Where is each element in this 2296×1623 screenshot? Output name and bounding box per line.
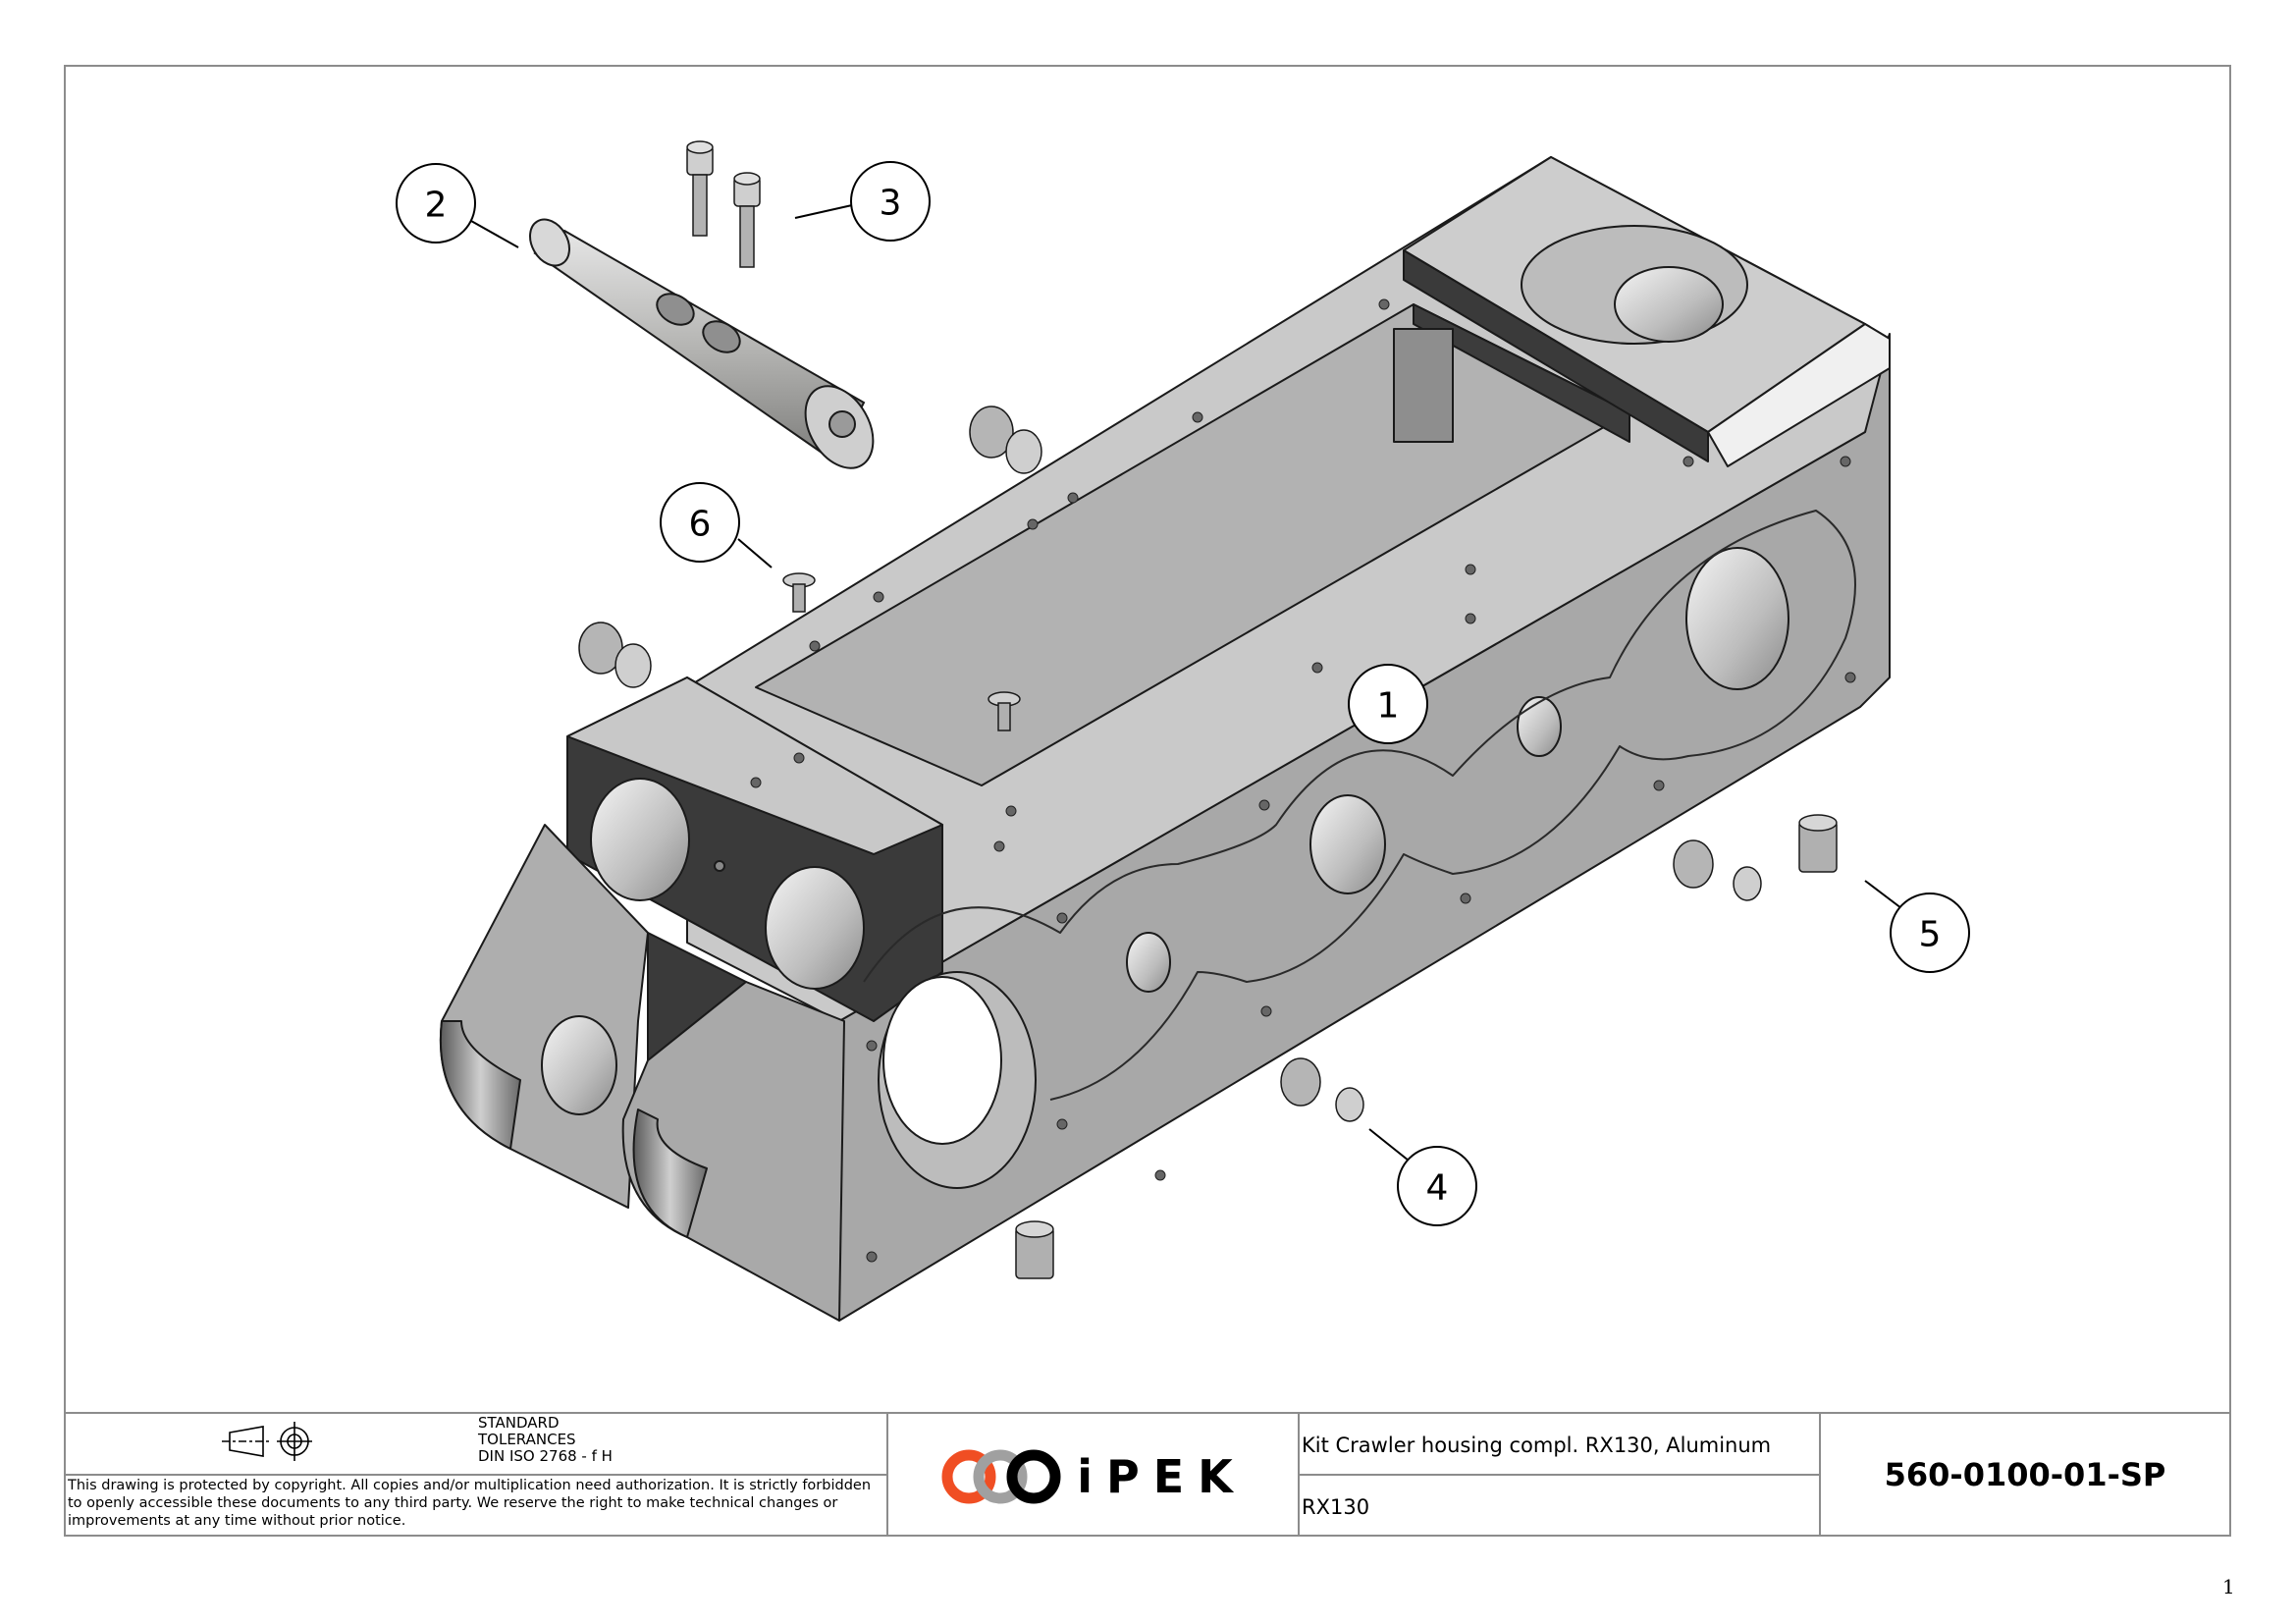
plug-left bbox=[578, 622, 652, 688]
document-number: 560-0100-01-SP bbox=[1884, 1455, 2166, 1493]
drawing-subtitle: RX130 bbox=[1302, 1495, 1370, 1519]
plug-right bbox=[1673, 839, 1762, 901]
balloon-1-label: 1 bbox=[1377, 686, 1400, 727]
first-angle-projection-icon bbox=[222, 1422, 312, 1461]
balloon-4 bbox=[1368, 1128, 1477, 1226]
balloon-6-label: 6 bbox=[689, 505, 712, 545]
tolerance-line-1: STANDARD bbox=[478, 1414, 560, 1432]
copyright-cell: This drawing is protected by copyright. … bbox=[64, 1474, 888, 1537]
page-number: 1 bbox=[2222, 1575, 2235, 1598]
csk-screws-part-6 bbox=[782, 572, 1021, 731]
balloon-1 bbox=[1348, 664, 1428, 744]
ipek-logo: iPEK bbox=[888, 1414, 1298, 1539]
title-block: STANDARD TOLERANCES DIN ISO 2768 - f H T… bbox=[64, 1412, 2231, 1537]
plug-top bbox=[969, 406, 1042, 474]
balloon-5-label: 5 bbox=[1919, 915, 1942, 955]
balloon-2 bbox=[396, 163, 519, 248]
balloon-3 bbox=[794, 161, 931, 242]
ipek-logo-mark-icon bbox=[941, 1449, 1061, 1503]
housing-part-1 bbox=[439, 156, 1891, 1322]
balloon-5 bbox=[1864, 880, 1970, 973]
balloon-4-label: 4 bbox=[1426, 1168, 1449, 1209]
setscrews-part-5 bbox=[1015, 814, 1838, 1279]
tolerance-line-2: TOLERANCES bbox=[478, 1431, 576, 1448]
balloons bbox=[396, 161, 1970, 1226]
tolerance-line-3: DIN ISO 2768 - f H bbox=[478, 1447, 613, 1465]
drawing-title: Kit Crawler housing compl. RX130, Alumin… bbox=[1302, 1434, 1772, 1457]
housing-wave-profile bbox=[863, 510, 1856, 1101]
screws-part-3 bbox=[686, 140, 761, 268]
plug-bottom bbox=[1280, 1057, 1364, 1122]
plugs-part-4 bbox=[578, 406, 1762, 1122]
balloon-2-label: 2 bbox=[425, 186, 448, 226]
title-cell: Kit Crawler housing compl. RX130, Alumin… bbox=[1298, 1412, 1821, 1476]
logo-cell: iPEK bbox=[886, 1412, 1300, 1537]
housing-right-lug bbox=[621, 981, 845, 1322]
ipek-logo-text: iPEK bbox=[1077, 1449, 1247, 1503]
projection-cell bbox=[64, 1412, 478, 1476]
docno-cell: 560-0100-01-SP bbox=[1819, 1412, 2231, 1537]
balloon-6 bbox=[660, 482, 773, 568]
tolerance-cell: STANDARD TOLERANCES DIN ISO 2768 - f H bbox=[476, 1412, 888, 1476]
subtitle-cell: RX130 bbox=[1298, 1474, 1821, 1537]
copyright-notice: This drawing is protected by copyright. … bbox=[68, 1478, 872, 1529]
balloon-3-label: 3 bbox=[880, 184, 902, 224]
pin-part-2 bbox=[529, 218, 875, 469]
